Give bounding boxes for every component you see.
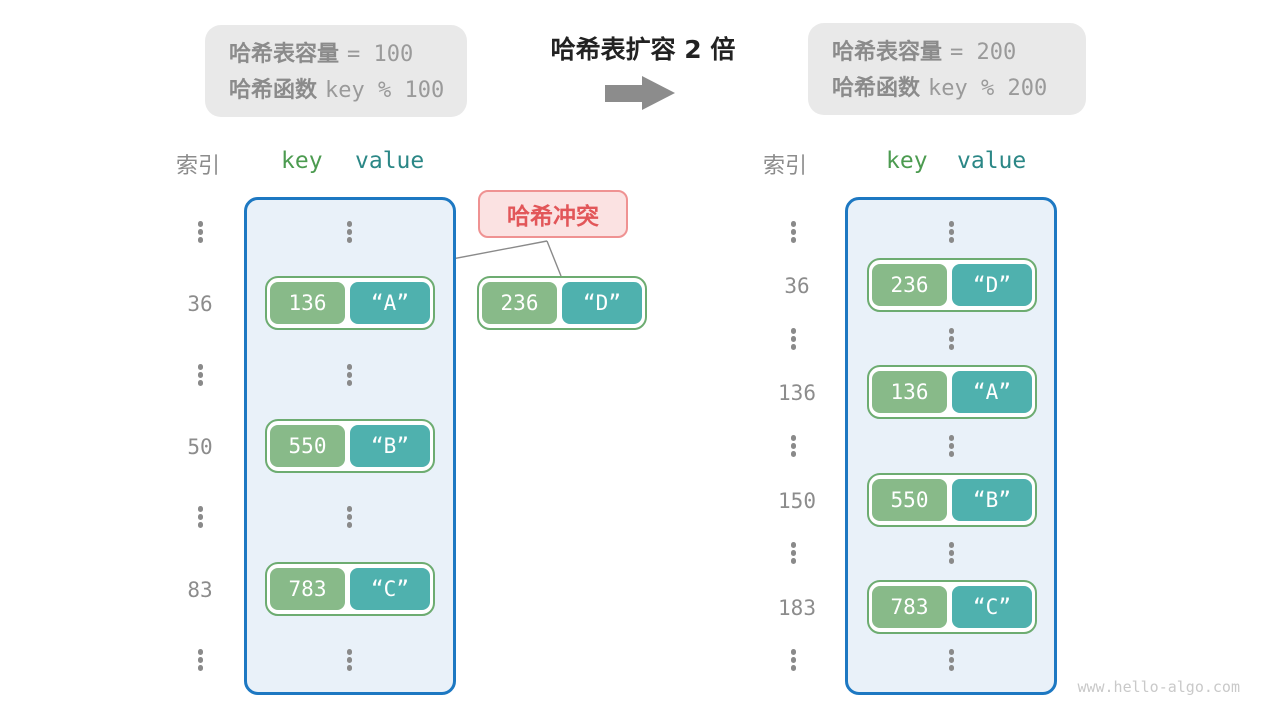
hash-function-line: 哈希函数 key % 200 [832, 71, 1086, 107]
kv-pair: 783 “C” [265, 562, 435, 616]
key-cell: 550 [872, 479, 947, 521]
capacity-value: = 100 [347, 42, 414, 67]
value-header-right: value [957, 148, 1027, 174]
kv-pair: 136 “A” [867, 365, 1037, 419]
kv-pair: 550 “B” [265, 419, 435, 473]
hash-function-label: 哈希函数 [832, 76, 921, 101]
value-cell: “D” [562, 282, 642, 324]
value-cell: “A” [350, 282, 430, 324]
kv-pair: 550 “B” [867, 473, 1037, 527]
capacity-label: 哈希表容量 [229, 42, 340, 67]
vertical-ellipsis-icon [948, 435, 955, 459]
capacity-line: 哈希表容量 = 200 [832, 35, 1086, 71]
value-header-left: value [355, 148, 425, 174]
index-label: 36 [784, 274, 810, 298]
vertical-ellipsis-icon [790, 221, 797, 245]
vertical-ellipsis-icon [346, 364, 353, 388]
key-cell: 550 [270, 425, 345, 467]
vertical-ellipsis-icon [346, 506, 353, 530]
hash-function-line: 哈希函数 key % 100 [229, 73, 467, 109]
index-label: 50 [187, 435, 213, 459]
collision-callout: 哈希冲突 [478, 190, 628, 238]
value-cell: “A” [952, 371, 1032, 413]
vertical-ellipsis-icon [197, 506, 204, 530]
vertical-ellipsis-icon [197, 364, 204, 388]
vertical-ellipsis-icon [197, 649, 204, 673]
hash-function-value: key % 100 [325, 78, 445, 103]
capacity-info-box-left: 哈希表容量 = 100 哈希函数 key % 100 [205, 25, 467, 117]
arrow-shaft [605, 85, 642, 102]
value-cell: “C” [952, 586, 1032, 628]
collision-pair: 236 “D” [477, 276, 647, 330]
key-cell: 783 [270, 568, 345, 610]
watermark: www.hello-algo.com [1077, 678, 1240, 696]
right-arrow-icon [605, 76, 675, 111]
value-cell: “D” [952, 264, 1032, 306]
vertical-ellipsis-icon [948, 542, 955, 566]
key-cell: 783 [872, 586, 947, 628]
vertical-ellipsis-icon [790, 435, 797, 459]
hash-function-value: key % 200 [928, 76, 1048, 101]
key-header-left: key [281, 148, 323, 174]
value-cell: “B” [350, 425, 430, 467]
vertical-ellipsis-icon [948, 328, 955, 352]
capacity-info-box-right: 哈希表容量 = 200 哈希函数 key % 200 [808, 23, 1086, 115]
kv-pair: 783 “C” [867, 580, 1037, 634]
key-cell: 236 [482, 282, 557, 324]
key-cell: 136 [270, 282, 345, 324]
index-label: 36 [187, 292, 213, 316]
vertical-ellipsis-icon [948, 221, 955, 245]
capacity-line: 哈希表容量 = 100 [229, 37, 467, 73]
vertical-ellipsis-icon [790, 649, 797, 673]
key-header-right: key [886, 148, 928, 174]
arrow-head [642, 76, 675, 110]
expand-title: 哈希表扩容 2 倍 [550, 35, 736, 64]
vertical-ellipsis-icon [790, 542, 797, 566]
vertical-ellipsis-icon [346, 221, 353, 245]
vertical-ellipsis-icon [346, 649, 353, 673]
hash-function-label: 哈希函数 [229, 78, 318, 103]
vertical-ellipsis-icon [790, 328, 797, 352]
index-label: 83 [187, 578, 213, 602]
index-header-left: 索引 [176, 154, 221, 179]
index-label: 136 [778, 381, 816, 405]
index-label: 183 [778, 596, 816, 620]
capacity-value: = 200 [950, 40, 1017, 65]
value-cell: “C” [350, 568, 430, 610]
vertical-ellipsis-icon [948, 649, 955, 673]
index-header-right: 索引 [763, 154, 808, 179]
kv-pair: 236 “D” [867, 258, 1037, 312]
key-cell: 236 [872, 264, 947, 306]
kv-pair: 136 “A” [265, 276, 435, 330]
vertical-ellipsis-icon [197, 221, 204, 245]
value-cell: “B” [952, 479, 1032, 521]
key-cell: 136 [872, 371, 947, 413]
capacity-label: 哈希表容量 [832, 40, 943, 65]
index-label: 150 [778, 489, 816, 513]
